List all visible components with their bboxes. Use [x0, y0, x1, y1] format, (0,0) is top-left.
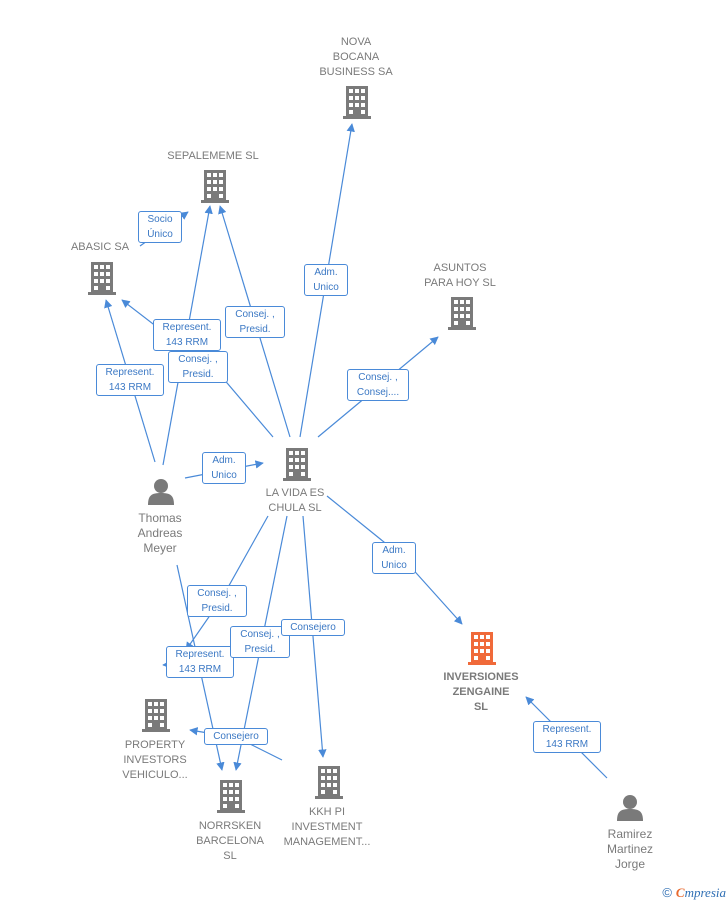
label-line: Consejero [290, 622, 336, 633]
label-line: Presid. [182, 369, 214, 380]
label-line: Unico [313, 282, 339, 293]
edge-label-consejero[interactable]: Consejero [281, 619, 345, 636]
building-icon[interactable] [283, 448, 311, 481]
label-line: Consej. , [197, 588, 237, 599]
label-line: Jorge [614, 857, 646, 871]
node-label-abasic[interactable]: ABASIC SA [55, 240, 145, 255]
label-line: Adm. [212, 455, 236, 466]
label-line: 143 RRM [545, 739, 589, 750]
label-line: Represent. [175, 649, 225, 660]
node-label-asuntos[interactable]: ASUNTOS PARA HOY SL [405, 261, 515, 291]
edge-label-represent[interactable]: Represent. 143 RRM [533, 721, 601, 753]
person-icon[interactable] [617, 795, 643, 821]
node-label-nova-bocana[interactable]: NOVA BOCANA BUSINESS SA [306, 35, 406, 80]
label-line: 143 RRM [165, 337, 209, 348]
label-line: Adm. [314, 267, 338, 278]
label-line: 143 RRM [178, 664, 222, 675]
label-line: Unico [211, 470, 237, 481]
label-line: INVESTORS [123, 754, 187, 766]
label-line: CHULA SL [268, 502, 322, 514]
node-label-property[interactable]: PROPERTY INVESTORS VEHICULO... [105, 738, 205, 783]
edge-label-consej[interactable]: Consej. , Consej.... [347, 369, 409, 401]
edge-label-represent[interactable]: Represent. 143 RRM [96, 364, 164, 396]
label-line: Único [147, 229, 173, 240]
edge-label-consej-presid[interactable]: Consej. , Presid. [225, 306, 285, 338]
building-icon[interactable] [142, 699, 170, 732]
edge-label-consej-presid[interactable]: Consej. , Presid. [230, 626, 290, 658]
building-icon[interactable] [88, 262, 116, 295]
label-line: KKH PI [308, 806, 346, 818]
building-icon[interactable] [343, 86, 371, 119]
label-line: BARCELONA [196, 835, 264, 847]
node-label-la-vida[interactable]: LA VIDA ES CHULA SL [245, 486, 345, 516]
label-line: PROPERTY [124, 739, 186, 751]
label-line: Martinez [606, 842, 653, 856]
label-line: BUSINESS SA [319, 66, 393, 78]
label-line: INVESTMENT [291, 821, 363, 833]
label-line: VEHICULO... [122, 769, 188, 781]
edge-label-represent[interactable]: Represent. 143 RRM [153, 319, 221, 351]
edge-label-consej-presid[interactable]: Consej. , Presid. [168, 351, 228, 383]
building-icon[interactable] [201, 170, 229, 203]
label-line: ASUNTOS [433, 262, 487, 274]
label-line: Consej. , [178, 354, 218, 365]
label-line: Socio [147, 214, 173, 225]
label-line: Adm. [382, 545, 406, 556]
edge-label-socio-unico[interactable]: Socio Único [138, 211, 182, 243]
edge-label-adm-unico[interactable]: Adm. Unico [304, 264, 348, 296]
label-line: Consej. , [240, 629, 280, 640]
node-label-sepalememe[interactable]: SEPALEMEME SL [155, 149, 271, 164]
building-icon[interactable] [448, 297, 476, 330]
label-line: Consejero [213, 731, 259, 742]
brand-initial: C [675, 885, 685, 900]
label-line: LA VIDA ES [265, 487, 325, 499]
label-line: SL [473, 701, 489, 713]
label-line: Presid. [201, 603, 233, 614]
copyright-icon: © [662, 885, 672, 900]
brand-logo: ©Cmpresia [662, 885, 726, 901]
label-line: Thomas [138, 511, 182, 525]
label-line: Consej.... [356, 387, 400, 398]
label-line: Represent. [162, 322, 212, 333]
edge-label-represent[interactable]: Represent. 143 RRM [166, 646, 234, 678]
label-line: Represent. [105, 367, 155, 378]
label-line: Presid. [239, 324, 271, 335]
label-line: ZENGAINE [452, 686, 510, 698]
label-line: Unico [381, 560, 407, 571]
edge-label-consejero[interactable]: Consejero [204, 728, 268, 745]
label-line: INVERSIONES [443, 671, 519, 683]
label-line: Presid. [244, 644, 276, 655]
building-icon[interactable] [468, 632, 496, 665]
node-label-kkh[interactable]: KKH PI INVESTMENT MANAGEMENT... [271, 805, 383, 850]
node-label-norrsken[interactable]: NORRSKEN BARCELONA SL [180, 819, 280, 864]
label-line: Consej. , [235, 309, 275, 320]
node-label-thomas[interactable]: Thomas Andreas Meyer [120, 511, 200, 556]
edge-lavida-kkh [302, 515, 327, 758]
label-line: Represent. [542, 724, 592, 735]
node-label-inversiones[interactable]: INVERSIONES ZENGAINE SL [427, 670, 535, 715]
label-line: Ramirez [607, 827, 653, 841]
label-line: SEPALEMEME SL [167, 150, 259, 162]
edge-label-adm-unico[interactable]: Adm. Unico [202, 452, 246, 484]
edge-label-consej-presid[interactable]: Consej. , Presid. [187, 585, 247, 617]
label-line: Meyer [143, 541, 177, 555]
label-line: Andreas [137, 526, 183, 540]
label-line: MANAGEMENT... [283, 836, 371, 848]
building-icon[interactable] [217, 780, 245, 813]
brand-name: mpresia [684, 885, 726, 900]
label-line: SL [223, 850, 237, 862]
label-line: BOCANA [332, 51, 380, 63]
building-icon[interactable] [315, 766, 343, 799]
label-line: NOVA [340, 36, 372, 48]
label-line: ABASIC SA [70, 241, 130, 253]
label-line: Consej. , [358, 372, 398, 383]
node-label-ramirez[interactable]: Ramirez Martinez Jorge [592, 827, 668, 872]
label-line: PARA HOY SL [424, 277, 496, 289]
person-icon[interactable] [148, 479, 174, 505]
edge-label-adm-unico[interactable]: Adm. Unico [372, 542, 416, 574]
label-line: 143 RRM [108, 382, 152, 393]
label-line: NORRSKEN [198, 820, 262, 832]
